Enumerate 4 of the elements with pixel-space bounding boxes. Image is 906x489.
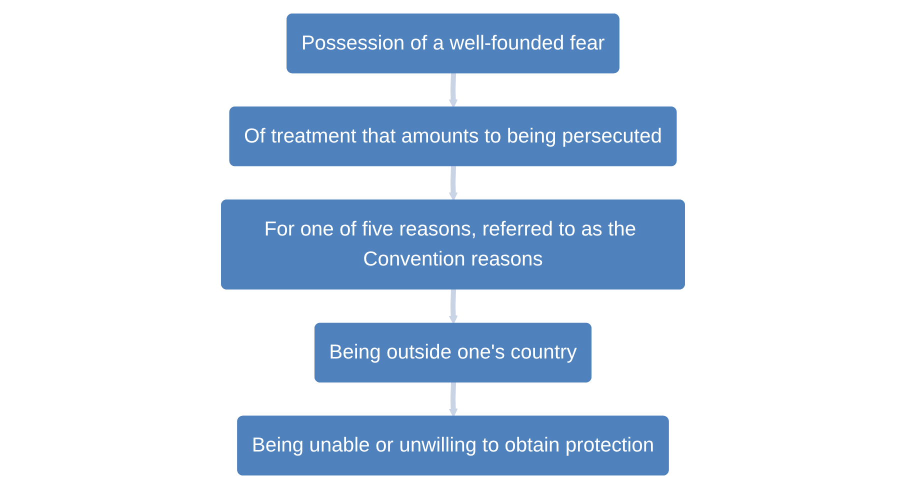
arrow (448, 382, 458, 418)
arrow (448, 166, 458, 201)
arrow (448, 73, 458, 108)
arrow (448, 289, 458, 324)
